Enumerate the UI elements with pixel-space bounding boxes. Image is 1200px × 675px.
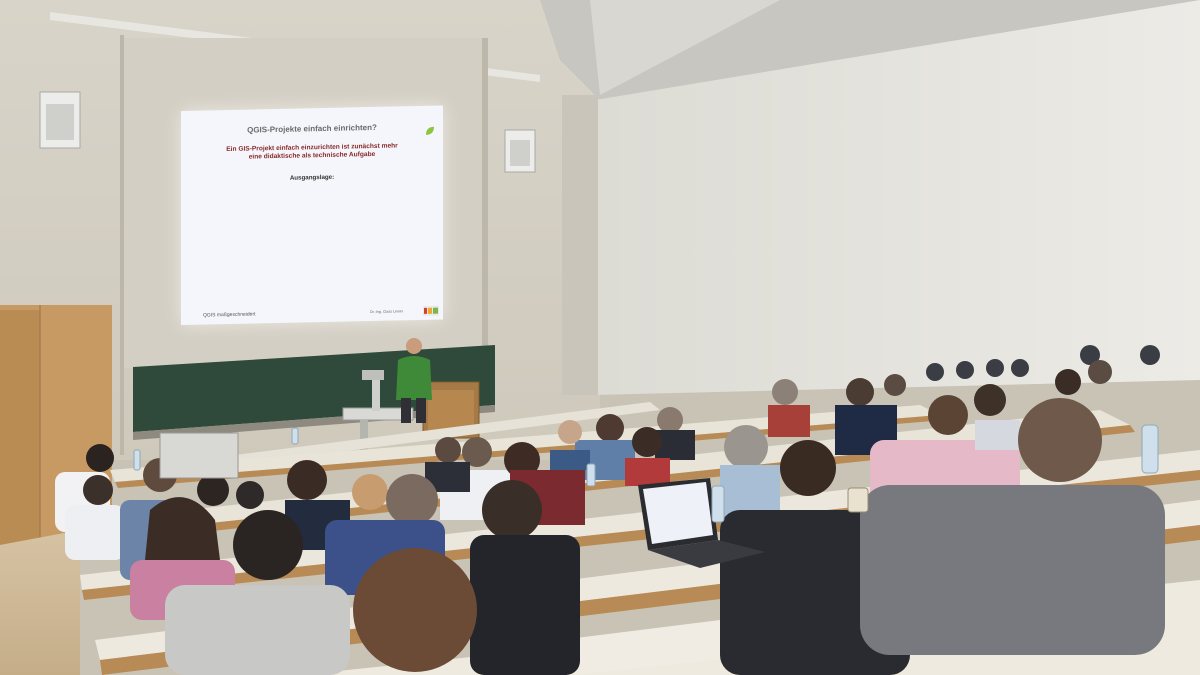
slide-subtitle: Ein GIS-Projekt einfach einzurichten ist… [211, 142, 413, 162]
slide-section-label: Ausgangslage: [289, 173, 335, 182]
column [562, 95, 598, 395]
audience-left [55, 444, 477, 675]
left-loudspeaker [39, 91, 81, 149]
right-wall [595, 0, 1200, 395]
right-loudspeaker [504, 129, 536, 173]
audience-mid [285, 369, 1165, 675]
slide-footer-right: Dr.-Ing. Claas Leiner [370, 309, 403, 315]
water-bottles [133, 424, 1159, 523]
projection-frame [120, 35, 124, 455]
slide-footer-left: QGIS maßgeschneidert [203, 311, 256, 319]
leaf-icon [426, 126, 434, 135]
cardboard-box [159, 432, 239, 479]
coffee-cup [847, 487, 869, 513]
igt-logo [423, 305, 439, 316]
audience [55, 345, 1165, 675]
presenter [396, 338, 432, 423]
projection-frame-right [482, 38, 488, 358]
laptop [638, 478, 765, 568]
floor [0, 530, 80, 675]
front-table [235, 402, 660, 465]
document-camera-stand [342, 370, 414, 450]
slide-title: QGIS-Projekte einfach einrichten? [247, 122, 377, 135]
projected-slide: QGIS-Projekte einfach einrichten? Ein GI… [181, 105, 443, 326]
ceiling-panel [590, 0, 780, 95]
